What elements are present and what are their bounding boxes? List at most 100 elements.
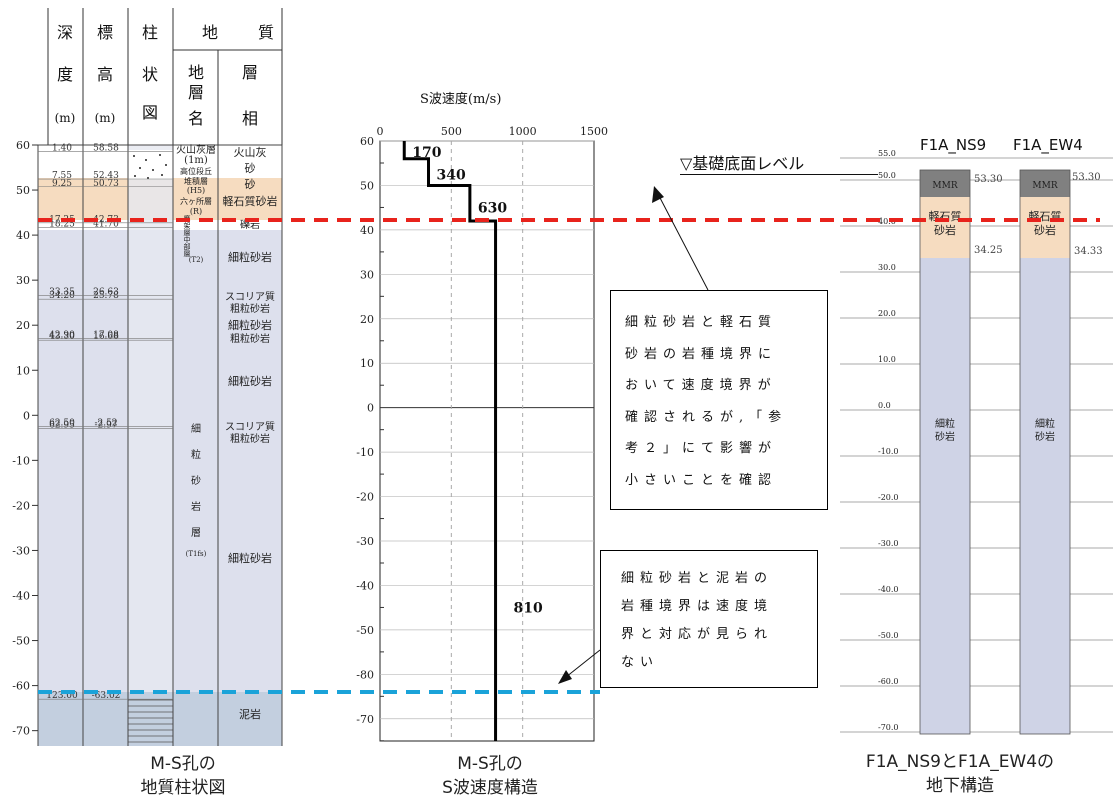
- sub-ytick-label: -10.0: [878, 447, 899, 456]
- col-ytick: 40: [16, 229, 30, 242]
- velocity-label: 810: [514, 601, 543, 617]
- hdr-facies-2: 相: [242, 109, 258, 128]
- hdr-stratum-3: 名: [188, 109, 204, 128]
- elev-label: 26.63: [93, 287, 119, 297]
- col-label-ew4: F1A_EW4: [1013, 136, 1083, 154]
- note-box-1: 細粒砂岩と軽石質 砂岩の岩種境界に おいて速度境界が 確認されるが,「参 考２」…: [610, 290, 828, 510]
- sub-ytick-label: 50.0: [878, 171, 896, 180]
- chart-ytick-label: 60: [360, 135, 374, 148]
- chart-ytick-label: -70: [356, 713, 374, 726]
- col-ytick: 30: [16, 274, 30, 287]
- subsurface-structure: 55.050.040.030.020.010.00.0-10.0-20.0-30…: [840, 150, 1113, 735]
- col-ytick: -40: [12, 590, 30, 603]
- note1-arrowhead: [652, 186, 664, 203]
- facies-fine-2: 細粒砂岩: [228, 318, 272, 332]
- facies-fine-4: 細粒砂岩: [228, 551, 272, 565]
- col-label-ns9: F1A_NS9: [920, 136, 987, 154]
- chart-title: S波速度(m/s): [420, 92, 502, 107]
- stratum-ash: 火山灰層: [176, 143, 216, 156]
- ew4-mmr-label: MMR: [1032, 181, 1057, 191]
- geological-column: 深 度 (m) 標 高 (m) 柱 状 図 地 質 地 層 名 層 相: [12, 8, 283, 746]
- chart-ytick-label: 0: [367, 402, 374, 415]
- sub-ytick-label: -60.0: [878, 677, 899, 686]
- facies-coarse-1: 粗粒砂岩: [230, 302, 270, 315]
- elev-label: 41.70: [93, 219, 119, 229]
- chart-caption-line1: M-S孔の: [457, 754, 523, 774]
- chart-ytick-label: -20: [356, 491, 374, 504]
- chart-xtick-label: 1500: [580, 125, 608, 138]
- ew4-mmr: [1020, 170, 1070, 197]
- chart-xtick-label: 0: [377, 125, 384, 138]
- elev-label: 17.08: [93, 330, 119, 340]
- ns9-pumice-sandstone: [920, 197, 970, 258]
- facies-mudstone: 泥岩: [239, 707, 261, 721]
- ns9-mmr-label: MMR: [932, 181, 957, 191]
- mudstone-fill: [38, 692, 282, 746]
- stratum-fine-4: 岩: [191, 500, 201, 513]
- hdr-depth-2: 度: [57, 65, 73, 84]
- facies-sand-2: 砂: [245, 178, 256, 191]
- sub-caption-line1: F1A_NS9とF1A_EW4の: [865, 752, 1055, 772]
- col-ytick: -50: [12, 635, 30, 648]
- depth-label: 43.30: [49, 332, 75, 342]
- ew4-bottom-value: 34.33: [1074, 246, 1103, 257]
- col-ytick: -10: [12, 454, 30, 467]
- note-box-2: 細粒砂岩と泥岩の 岩種境界は速度境 界と対応が見られ ない: [600, 550, 818, 688]
- depth-label: 7.55: [52, 171, 72, 181]
- elev-label: 25.78: [93, 291, 119, 301]
- elev-label: 52.43: [93, 171, 119, 181]
- stratum-fine-1: 細: [191, 422, 201, 435]
- sub-ytick-label: -70.0: [878, 723, 899, 732]
- chart-grid: [380, 140, 594, 742]
- elev-label: 16.68: [93, 332, 119, 342]
- chart-ytick-label: -10: [356, 446, 374, 459]
- note2-line1: 細粒砂岩と泥岩の: [621, 571, 774, 586]
- depth-labels: 1.4058.587.5552.439.2550.7317.2542.7318.…: [46, 143, 120, 701]
- ew4-fine-label-1: 細粒: [1035, 417, 1055, 430]
- ew4-pumice-label-2: 砂岩: [1034, 223, 1056, 237]
- elev-label: -2.97: [94, 421, 117, 431]
- facies-fine-3: 細粒砂岩: [228, 374, 272, 388]
- depth-label: 1.40: [52, 143, 72, 153]
- chart-ytick-label: -40: [356, 579, 374, 592]
- col-ytick: -30: [12, 544, 30, 557]
- stratum-h5: (H5): [187, 186, 205, 195]
- sub-ytick-label: -30.0: [878, 539, 899, 548]
- stratum-fine-2: 粒: [191, 448, 201, 461]
- ew4-top-value: 53.30: [1072, 172, 1101, 183]
- hdr-facies-1: 層: [242, 63, 258, 82]
- sub-caption: F1A_NS9とF1A_EW4の 地下構造: [850, 750, 1070, 798]
- elev-label: 50.73: [93, 179, 119, 189]
- ew4-fine-label-2: 砂岩: [1035, 430, 1055, 443]
- facies-scoria-1: スコリア質: [225, 290, 275, 303]
- hdr-depth-1: 深: [57, 23, 73, 42]
- velocity-step-line: [402, 141, 498, 741]
- chart-ytick-label: 40: [360, 224, 374, 237]
- velocity-label: 630: [478, 201, 507, 217]
- hdr-depth-3: (m): [55, 111, 76, 125]
- note2-arrowhead: [558, 670, 572, 684]
- hdr-elev-2: 高: [97, 65, 113, 84]
- hdr-col-1: 柱: [142, 23, 158, 42]
- column-caption: M-S孔の 地質柱状図: [98, 752, 268, 800]
- chart-caption: M-S孔の S波速度構造: [400, 752, 580, 800]
- stratum-rokkasho: 六ヶ所層: [180, 196, 212, 206]
- note2-arrow: [565, 649, 601, 678]
- velocity-label: 170: [412, 145, 441, 161]
- note1-line3: おいて速度境界が: [625, 378, 777, 393]
- sub-ytick-label: -40.0: [878, 585, 899, 594]
- note1-line1: 細粒砂岩と軽石質: [625, 315, 778, 330]
- chart-ytick-label: 10: [360, 357, 374, 370]
- facies-coarse-2: 粗粒砂岩: [230, 332, 270, 345]
- mudstone-hatch: [128, 699, 173, 743]
- note1-line5: 考２」にて影響が: [625, 441, 778, 456]
- elev-label: 58.58: [93, 143, 119, 153]
- note1-line4: 確認されるが,「参: [625, 409, 788, 425]
- facies-coarse-3: 粗粒砂岩: [230, 432, 270, 445]
- depth-label: 42.90: [49, 330, 75, 340]
- chart-caption-line2: S波速度構造: [442, 778, 538, 798]
- hdr-elev-1: 標: [97, 23, 113, 42]
